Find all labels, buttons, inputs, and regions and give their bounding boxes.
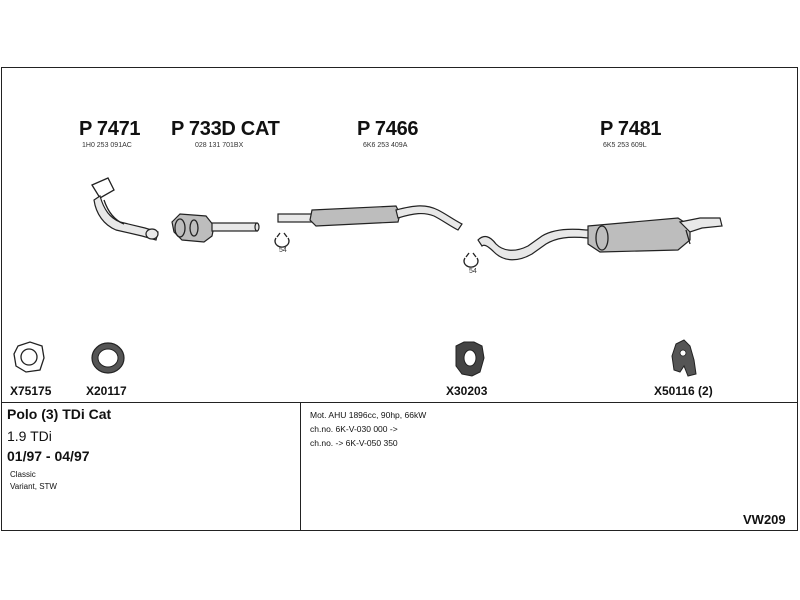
info-divider <box>1 402 798 403</box>
gasket-x75175-drawing <box>13 341 45 373</box>
diagram-frame <box>1 67 798 531</box>
oem-front-pipe: 1H0 253 091AC <box>82 142 132 149</box>
clamp-number-2: 54 <box>469 268 477 275</box>
part-number-catalyst: P 733D CAT <box>171 118 280 140</box>
part-number-front-pipe: P 7471 <box>79 118 141 140</box>
oem-middle-silencer: 6K6 253 409A <box>363 142 408 149</box>
part-number-rear-silencer: P 7481 <box>600 118 662 140</box>
middle-silencer-drawing <box>277 205 463 231</box>
mount-x30203-drawing <box>455 341 485 377</box>
info-column-divider <box>300 402 301 531</box>
clamp-1-drawing <box>274 232 290 248</box>
oem-rear-silencer: 6K5 253 609L <box>603 142 647 149</box>
hanger-x50116-drawing <box>671 339 697 377</box>
vehicle-variant-2: Variant, STW <box>10 482 57 491</box>
accessory-label-x30203: X30203 <box>446 384 488 398</box>
front-pipe-drawing <box>91 177 159 241</box>
ring-x20117-drawing <box>91 342 125 374</box>
oem-catalyst: 028 131 701BX <box>195 142 244 149</box>
vehicle-title: Polo (3) TDi Cat <box>7 406 112 422</box>
spec-chassis-to: ch.no. -> 6K-V-050 350 <box>310 438 398 448</box>
spec-chassis-from: ch.no. 6K-V-030 000 -> <box>310 424 398 434</box>
part-number-middle-silencer: P 7466 <box>357 118 419 140</box>
accessory-label-x75175: X75175 <box>10 384 52 398</box>
rear-silencer-drawing <box>477 217 723 261</box>
accessory-label-x20117: X20117 <box>86 384 127 398</box>
vehicle-variant-1: Classic <box>10 470 36 479</box>
spec-engine: Mot. AHU 1896cc, 90hp, 66kW <box>310 410 427 420</box>
accessory-label-x50116: X50116 (2) <box>654 384 713 398</box>
clamp-number-1: 54 <box>279 247 287 254</box>
clamp-2-drawing <box>463 252 479 268</box>
diagram-code: VW209 <box>743 512 786 527</box>
vehicle-engine: 1.9 TDi <box>7 428 52 444</box>
catalyst-drawing <box>171 213 260 243</box>
vehicle-years: 01/97 - 04/97 <box>7 448 90 464</box>
